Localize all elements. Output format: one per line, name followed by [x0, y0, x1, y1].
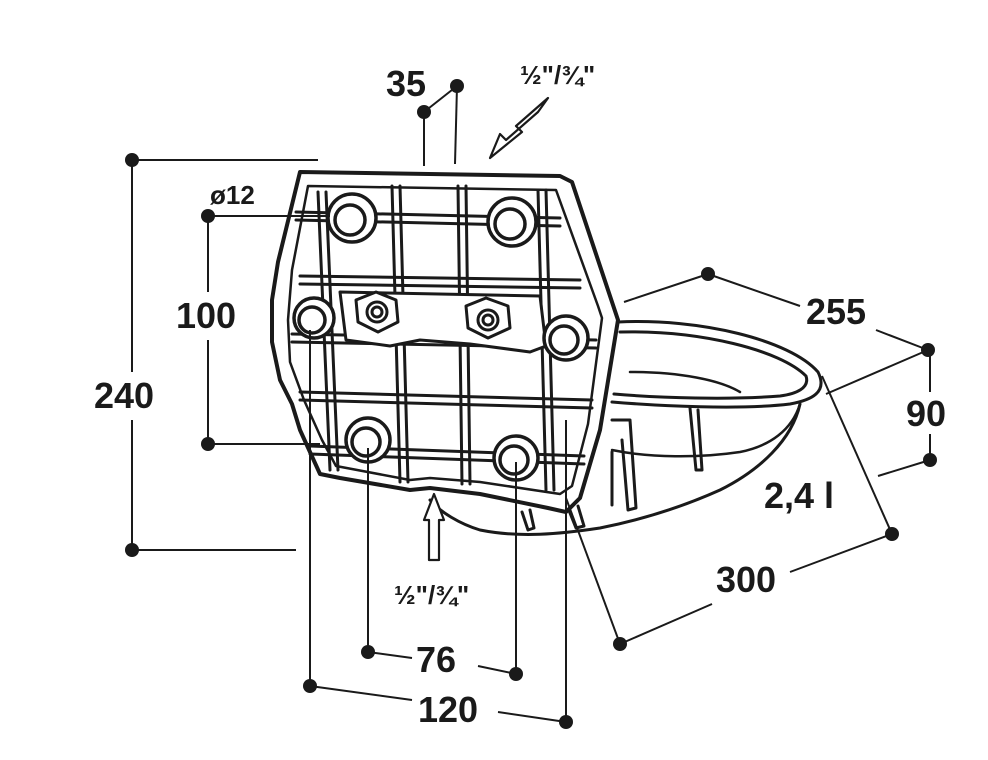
bowl-rim-outer — [610, 320, 823, 409]
hole-bottom-left — [344, 416, 392, 464]
mounting-holes — [292, 192, 590, 482]
label-hole-spacing-vertical: 100 — [176, 295, 236, 336]
hole-mid-left — [292, 296, 336, 340]
bowl-rim-inner — [612, 330, 809, 400]
bowl-support-leg — [610, 418, 638, 512]
label-hole-diameter: ø12 — [210, 180, 255, 210]
label-top-inlet: ½"/¾" — [520, 60, 595, 90]
label-capacity: 2,4 l — [764, 475, 834, 516]
dimension-lines — [131, 85, 931, 723]
bowl — [428, 320, 823, 536]
plate-inner-rim — [286, 184, 604, 496]
dimension-dots — [125, 79, 937, 729]
label-plate-thickness: 35 — [386, 63, 426, 104]
hole-top-right — [486, 196, 538, 248]
dimension-labels: 240 100 ø12 35 ½"/¾" ½"/¾" 76 120 255 90… — [94, 60, 946, 730]
bottom-inlet-arrow — [422, 492, 446, 562]
label-hole-spacing-inner: 76 — [416, 639, 456, 680]
hole-mid-right — [542, 314, 590, 362]
label-bowl-length: 300 — [716, 559, 776, 600]
label-bowl-width: 255 — [806, 291, 866, 332]
inlet-arrows — [422, 96, 550, 562]
bowl-body — [428, 402, 802, 536]
label-hole-spacing-outer: 120 — [418, 689, 478, 730]
label-bowl-depth: 90 — [906, 393, 946, 434]
hole-bottom-right — [492, 434, 540, 482]
label-height-overall: 240 — [94, 375, 154, 416]
top-inlet-arrow — [488, 96, 550, 160]
plate-centre-band — [338, 290, 548, 354]
hole-top-left — [326, 192, 378, 244]
label-bottom-inlet: ½"/¾" — [394, 580, 469, 610]
